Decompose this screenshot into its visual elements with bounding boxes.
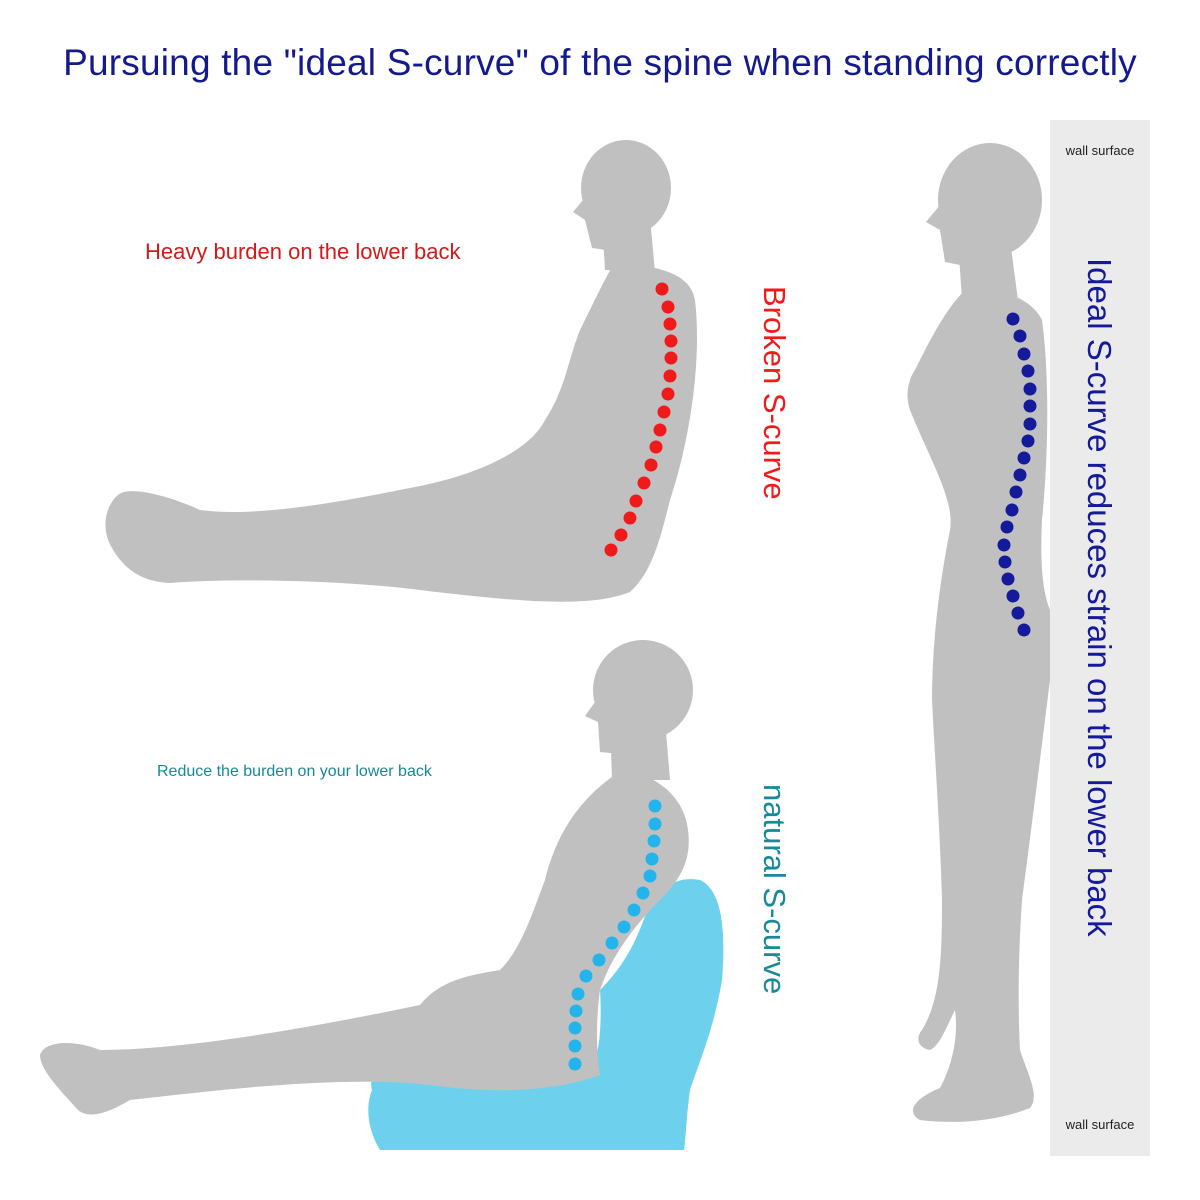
broken-spine-dot	[655, 282, 669, 296]
natural-spine-dot	[605, 936, 619, 950]
wall-panel	[1050, 120, 1150, 1156]
natural-figure-body	[40, 770, 689, 1115]
ideal-spine-dot	[1006, 589, 1020, 603]
natural-spine-dot	[627, 903, 641, 917]
broken-curve-label: Broken S-curve	[757, 286, 792, 500]
sitting-figure-broken	[105, 140, 698, 602]
natural-spine-dot	[569, 1004, 583, 1018]
ideal-spine-dot	[1011, 606, 1025, 620]
ideal-spine-dot	[1001, 572, 1015, 586]
sitting-figure-natural	[40, 640, 693, 1115]
ideal-spine-dot	[1023, 399, 1037, 413]
wall-surface-label-top: wall surface	[1065, 143, 1135, 158]
broken-figure-neck	[602, 218, 655, 272]
ideal-spine-dot	[1017, 347, 1031, 361]
broken-spine-dot	[664, 351, 678, 365]
natural-spine-dot	[568, 1021, 582, 1035]
ideal-spine-dot	[997, 538, 1011, 552]
natural-spine-dot	[571, 987, 585, 1001]
standing-figure-neck	[958, 240, 1018, 300]
broken-spine-dot	[614, 528, 628, 542]
spine-dots-natural	[568, 799, 662, 1071]
ideal-spine-dot	[1017, 451, 1031, 465]
wall-surface-label-bottom: wall surface	[1065, 1117, 1135, 1132]
natural-spine-dot	[645, 852, 659, 866]
broken-spine-dot	[661, 387, 675, 401]
spine-dots-ideal	[997, 312, 1037, 637]
natural-spine-dot	[648, 799, 662, 813]
broken-figure-body	[105, 262, 698, 602]
ideal-spine-dot	[1021, 434, 1035, 448]
broken-spine-dot	[629, 494, 643, 508]
natural-curve-caption: Reduce the burden on your lower back	[157, 763, 432, 780]
natural-curve-label: natural S-curve	[757, 784, 792, 995]
ideal-spine-dot	[1021, 364, 1035, 378]
natural-spine-dot	[568, 1039, 582, 1053]
broken-spine-dot	[657, 405, 671, 419]
natural-spine-dot	[636, 886, 650, 900]
natural-spine-dot	[643, 869, 657, 883]
broken-spine-dot	[663, 317, 677, 331]
ideal-curve-label: Ideal S-curve reduces strain on the lowe…	[1081, 258, 1118, 937]
natural-spine-dot	[617, 920, 631, 934]
natural-spine-dot	[648, 817, 662, 831]
ideal-spine-dot	[1013, 468, 1027, 482]
broken-spine-dot	[664, 334, 678, 348]
ideal-spine-dot	[998, 555, 1012, 569]
natural-figure-neck	[610, 720, 670, 780]
ideal-spine-dot	[1023, 417, 1037, 431]
broken-spine-dot	[663, 369, 677, 383]
broken-curve-caption: Heavy burden on the lower back	[145, 239, 461, 264]
ideal-spine-dot	[1005, 503, 1019, 517]
broken-spine-dot	[661, 300, 675, 314]
ideal-spine-dot	[1013, 329, 1027, 343]
broken-spine-dot	[623, 511, 637, 525]
spine-dots-broken	[604, 282, 678, 557]
natural-spine-dot	[568, 1057, 582, 1071]
ideal-spine-dot	[1017, 623, 1031, 637]
standing-figure-body	[907, 288, 1050, 1122]
natural-spine-dot	[592, 953, 606, 967]
broken-spine-dot	[649, 440, 663, 454]
broken-spine-dot	[637, 476, 651, 490]
natural-spine-dot	[579, 969, 593, 983]
natural-spine-dot	[647, 834, 661, 848]
ideal-spine-dot	[1000, 520, 1014, 534]
ideal-spine-dot	[1009, 485, 1023, 499]
ideal-spine-dot	[1006, 312, 1020, 326]
broken-spine-dot	[653, 423, 667, 437]
page-title: Pursuing the "ideal S-curve" of the spin…	[63, 42, 1137, 83]
broken-spine-dot	[644, 458, 658, 472]
broken-spine-dot	[604, 543, 618, 557]
ideal-spine-dot	[1023, 382, 1037, 396]
